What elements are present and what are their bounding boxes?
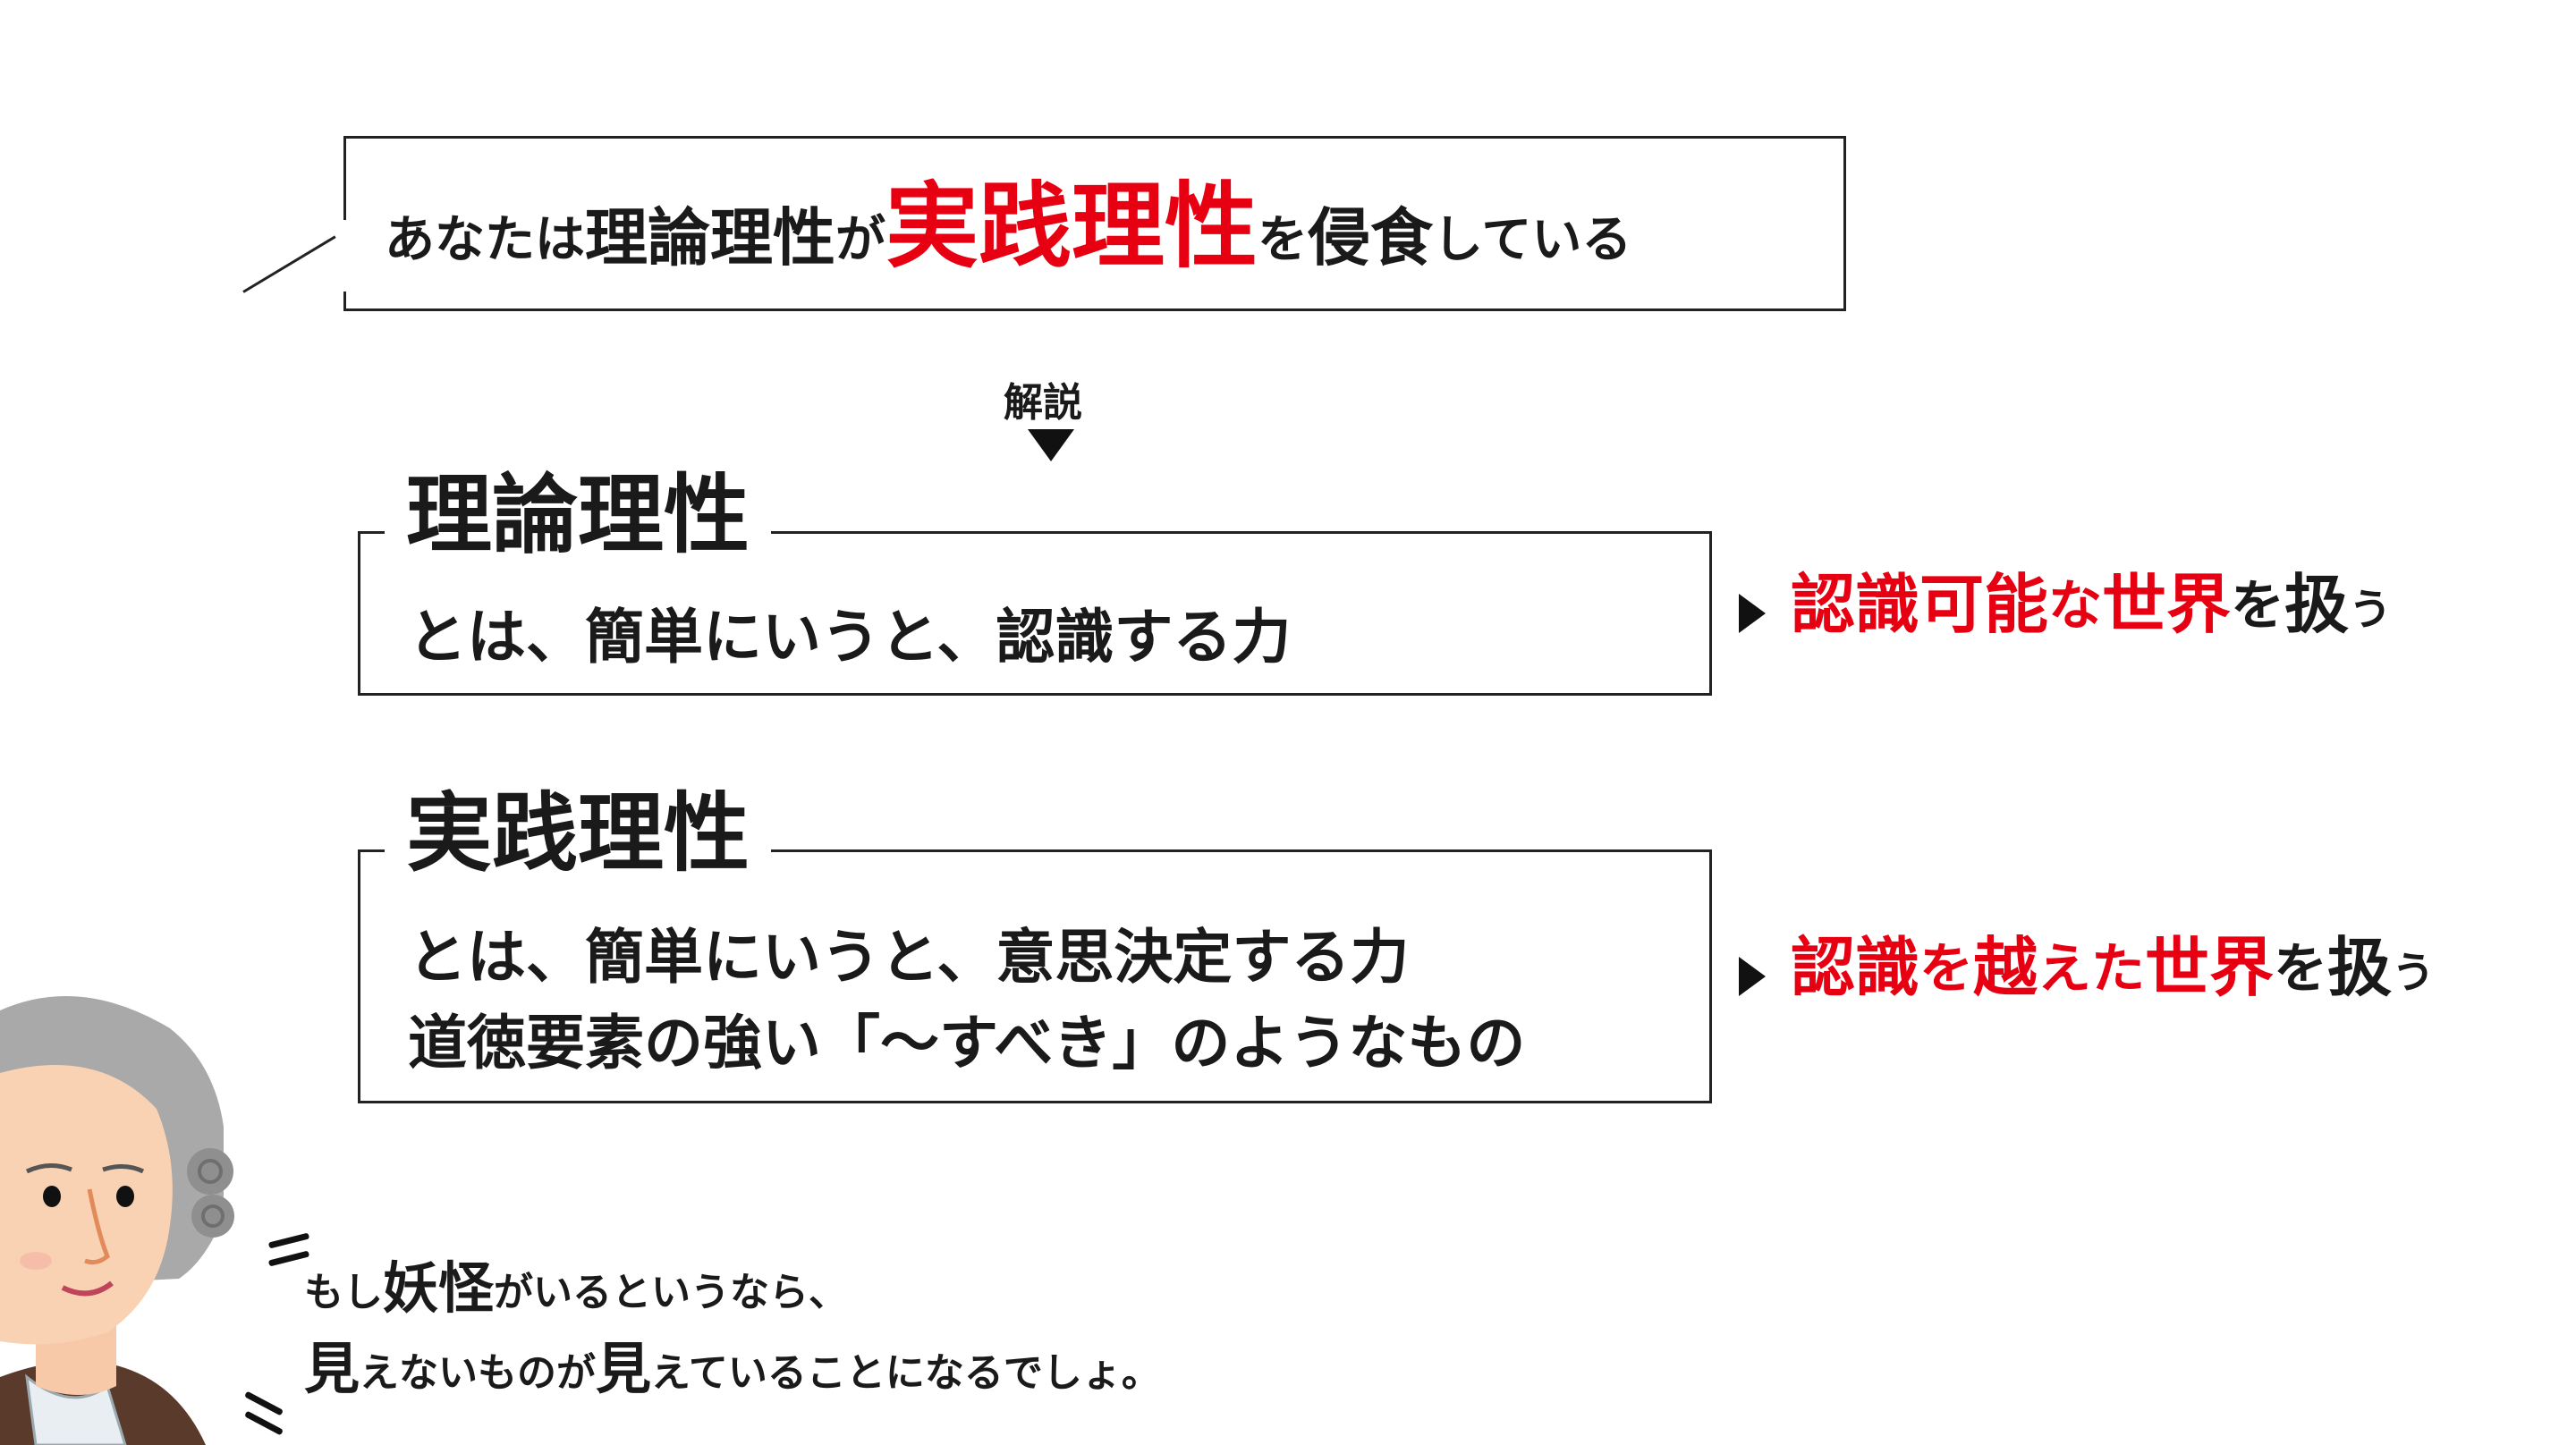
theoretical-reason-box bbox=[358, 531, 1712, 696]
quote-segment: えていることになるでしょ。 bbox=[651, 1350, 1161, 1396]
result-segment: 世界 bbox=[2102, 567, 2232, 642]
explanation-label: 解説 bbox=[1004, 380, 1082, 426]
bubble-text-segment: が bbox=[835, 211, 886, 269]
result-segment: を bbox=[1919, 938, 1974, 1001]
practical-reason-box bbox=[358, 849, 1712, 1103]
quote-line-1: もし 妖怪 がいるというなら、 bbox=[304, 1261, 848, 1316]
speech-bubble-text: あなたは 理論理性 が 実践理性 を 侵食 している bbox=[385, 174, 1631, 273]
bubble-text-segment: あなたは bbox=[385, 211, 585, 269]
bubble-text-segment: している bbox=[1433, 211, 1632, 269]
theoretical-reason-result: 認識可能 な 世界 を 扱 う bbox=[1791, 572, 2392, 637]
down-triangle-icon bbox=[1028, 429, 1074, 461]
result-segment: う bbox=[2349, 585, 2393, 635]
result-segment: えた bbox=[2038, 938, 2146, 1001]
theoretical-reason-title: 理論理性 bbox=[385, 472, 771, 558]
practical-reason-result: 認識 を 越 えた 世界 を 扱 う bbox=[1791, 935, 2435, 1000]
quote-segment: がいるというなら、 bbox=[494, 1270, 849, 1315]
quote-segment: えないものが bbox=[360, 1350, 597, 1396]
result-segment: 世界 bbox=[2145, 930, 2275, 1005]
quote-segment: 妖怪 bbox=[383, 1255, 495, 1321]
speech-bubble bbox=[343, 136, 1846, 311]
bubble-text-segment: 侵食 bbox=[1308, 201, 1434, 275]
result-segment: 扱 bbox=[2327, 930, 2393, 1005]
result-segment: う bbox=[2392, 948, 2436, 998]
result-segment: を bbox=[2231, 575, 2285, 638]
philosopher-portrait-icon bbox=[0, 996, 234, 1445]
result-segment: 扱 bbox=[2284, 567, 2350, 642]
theoretical-reason-definition: とは、簡単にいうと、認識する力 bbox=[408, 603, 1292, 672]
quote-segment: 見 bbox=[596, 1336, 652, 1401]
right-triangle-icon bbox=[1739, 594, 1766, 633]
quote-segment: もし bbox=[304, 1270, 383, 1315]
bubble-text-segment: 理論理性 bbox=[585, 201, 835, 275]
result-segment: を bbox=[2274, 938, 2328, 1001]
speech-bubble-tail bbox=[242, 235, 336, 293]
quote-line-2: 見 えないものが 見 えていることになるでしょ。 bbox=[304, 1341, 1161, 1397]
speech-bubble-tail-gap bbox=[341, 220, 348, 292]
practical-reason-definition: とは、簡単にいうと、意思決定する力 bbox=[408, 923, 1410, 992]
practical-reason-description: 道徳要素の強い「〜すべき」のようなもの bbox=[408, 1009, 1526, 1077]
bubble-text-segment: を bbox=[1258, 211, 1309, 269]
bubble-text-highlight: 実践理性 bbox=[886, 172, 1258, 281]
right-triangle-icon bbox=[1739, 957, 1766, 996]
result-segment: 越 bbox=[1973, 930, 2038, 1005]
quote-segment: 見 bbox=[304, 1336, 360, 1401]
result-segment: な bbox=[2048, 575, 2103, 638]
result-segment: 認識 bbox=[1791, 930, 1920, 1005]
practical-reason-title: 実践理性 bbox=[385, 790, 771, 876]
result-segment: 認識可能 bbox=[1791, 567, 2049, 642]
